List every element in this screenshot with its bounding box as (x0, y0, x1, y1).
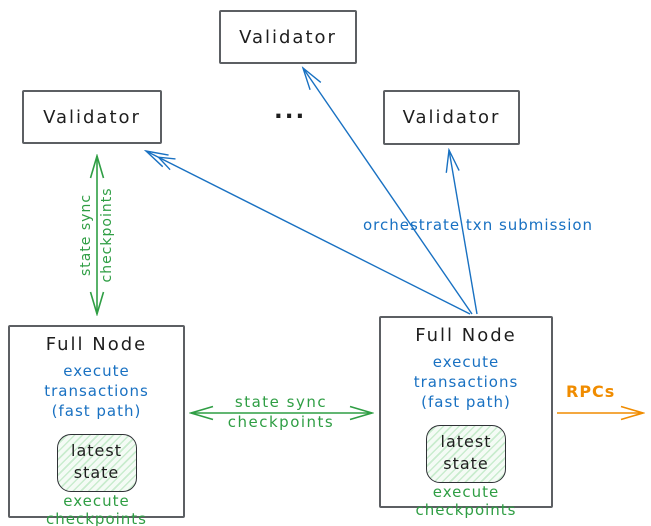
full-node-left-latest-state-box: latest state (56, 434, 137, 492)
validator-node-top: Validator (219, 10, 357, 64)
full-node-right-title: Full Node (415, 325, 517, 346)
validator-right-label: Validator (402, 107, 501, 128)
orchestrate-arrow-to-top-validator (303, 68, 473, 315)
orchestrate-arrow-to-left-validator (146, 151, 471, 315)
full-node-right-execute-transactions: execute transactions (fast path) (381, 352, 551, 412)
orchestrate-arrow-extra-chevron (156, 156, 176, 171)
state-sync-vertical-line2: checkpoints (99, 187, 115, 283)
validator-node-right: Validator (383, 90, 520, 145)
rpcs-label: RPCs (566, 382, 616, 401)
full-node-right-latest-state-box: latest state (426, 425, 506, 483)
validator-node-left: Validator (22, 90, 162, 144)
full-node-left-title: Full Node (45, 334, 148, 355)
state-sync-horizontal-line2: checkpoints (227, 413, 335, 431)
full-node-left-execute-checkpoints: execute checkpoints (46, 492, 147, 526)
full-node-left: Full Node execute transactions (fast pat… (8, 325, 185, 526)
state-sync-horizontal-line1: state sync (234, 393, 328, 411)
full-node-right-exec-line2: (fast path) (421, 393, 511, 411)
latest-state-line1: latest (440, 432, 492, 451)
orchestrate-txn-submission-label: orchestrate txn submission (363, 216, 594, 234)
state-sync-vertical-label: state sync checkpoints (76, 160, 118, 310)
full-node-left-exec-line1: execute transactions (44, 362, 149, 400)
validator-top-label: Validator (239, 26, 337, 48)
validator-left-label: Validator (43, 106, 141, 128)
latest-state-line2: state (73, 463, 120, 482)
full-node-left-execute-transactions: execute transactions (fast path) (10, 361, 183, 421)
full-node-right: Full Node execute transactions (fast pat… (379, 316, 553, 519)
latest-state-line2: state (443, 454, 489, 473)
orchestrate-arrow-to-right-validator (449, 150, 478, 315)
full-node-right-exec-line1: execute transactions (413, 353, 519, 391)
state-sync-vertical-line1: state sync (78, 193, 94, 277)
validators-ellipsis: ... (274, 98, 307, 124)
state-sync-horizontal-label: state sync checkpoints (211, 392, 351, 432)
latest-state-line1: latest (71, 441, 122, 460)
full-node-left-exec-line2: (fast path) (51, 402, 142, 420)
full-node-right-execute-checkpoints: execute checkpoints (415, 483, 517, 519)
